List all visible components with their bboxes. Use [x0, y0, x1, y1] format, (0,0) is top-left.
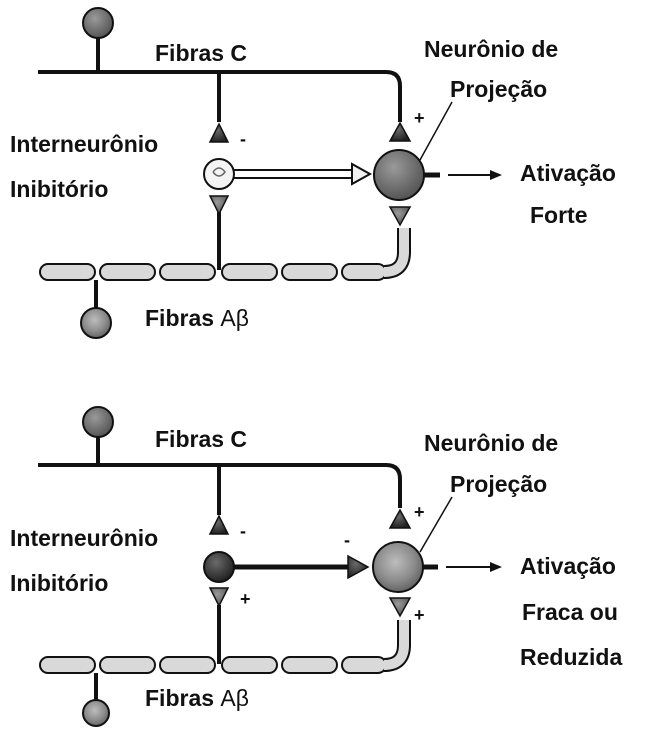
ab-fiber-soma — [80, 307, 112, 339]
c-fiber-axon — [38, 463, 402, 508]
ab-fiber-soma — [82, 699, 110, 727]
label-output-line2: Forte — [530, 202, 588, 228]
sign-c-to-projection: + — [414, 108, 425, 128]
output-arrowhead — [490, 562, 502, 572]
c-terminal-projection — [388, 121, 412, 142]
label-fibras-ab: Fibras Aβ — [145, 687, 249, 710]
c-terminal-projection — [388, 508, 412, 529]
label-output-line1: Ativação — [520, 553, 616, 579]
c-terminal-interneuron — [208, 122, 230, 143]
label-projection-line2: Projeção — [450, 471, 548, 497]
label-projection-line1: Neurônio de — [424, 36, 559, 62]
label-projection-line1: Neurônio de — [424, 430, 559, 456]
panel-top — [38, 7, 502, 339]
sign-inhibitory: - — [344, 530, 350, 550]
c-fiber-soma — [82, 7, 114, 39]
label-fibras-ab-greek: Aβ — [220, 305, 249, 331]
ab-terminal-interneuron — [208, 587, 230, 608]
label-output-line3: Reduzida — [520, 644, 623, 670]
label-fibras-c: Fibras C — [155, 426, 248, 452]
label-fibras-ab: Fibras Aβ — [145, 307, 249, 330]
sign-c-to-interneuron: - — [240, 521, 246, 541]
ab-terminal-projection — [388, 206, 412, 227]
sign-c-to-interneuron: - — [240, 129, 246, 149]
panel-bottom — [38, 406, 502, 727]
c-terminal-interneuron — [208, 514, 230, 535]
label-interneuron-line1: Interneurônio — [10, 525, 159, 551]
label-fibras-ab-greek: Aβ — [220, 685, 249, 711]
sign-ab-to-projection: + — [414, 605, 425, 625]
label-fibras-c: Fibras C — [155, 40, 248, 66]
ab-fiber-axon — [39, 620, 411, 674]
projection-pointer — [419, 496, 453, 553]
output-arrowhead — [490, 170, 502, 180]
c-fiber-soma — [82, 406, 114, 438]
projection-pointer — [419, 101, 453, 161]
inhibitory-terminal — [351, 162, 373, 186]
label-fibras-ab-prefix: Fibras — [145, 305, 221, 331]
interneuron-nucleus — [212, 167, 226, 177]
interneuron-soma — [203, 158, 235, 190]
label-interneuron-line2: Inibitório — [10, 176, 109, 202]
ab-fiber-axon — [39, 228, 411, 281]
ab-terminal-interneuron — [208, 195, 230, 216]
label-interneuron-line1: Interneurônio — [10, 131, 159, 157]
sign-ab-to-interneuron: + — [240, 589, 251, 609]
ab-terminal-projection — [388, 597, 412, 618]
projection-soma — [373, 149, 425, 201]
label-projection-line2: Projeção — [450, 76, 548, 102]
label-output-line2: Fraca ou — [522, 599, 618, 625]
interneuron-soma — [203, 551, 235, 583]
label-interneuron-line2: Inibitório — [10, 570, 109, 596]
label-fibras-ab-prefix: Fibras — [145, 685, 221, 711]
inhibitory-terminal — [347, 554, 370, 580]
sign-c-to-projection: + — [414, 502, 425, 522]
projection-soma — [372, 541, 424, 593]
c-fiber-axon — [38, 70, 402, 122]
label-output-line1: Ativação — [520, 160, 616, 186]
